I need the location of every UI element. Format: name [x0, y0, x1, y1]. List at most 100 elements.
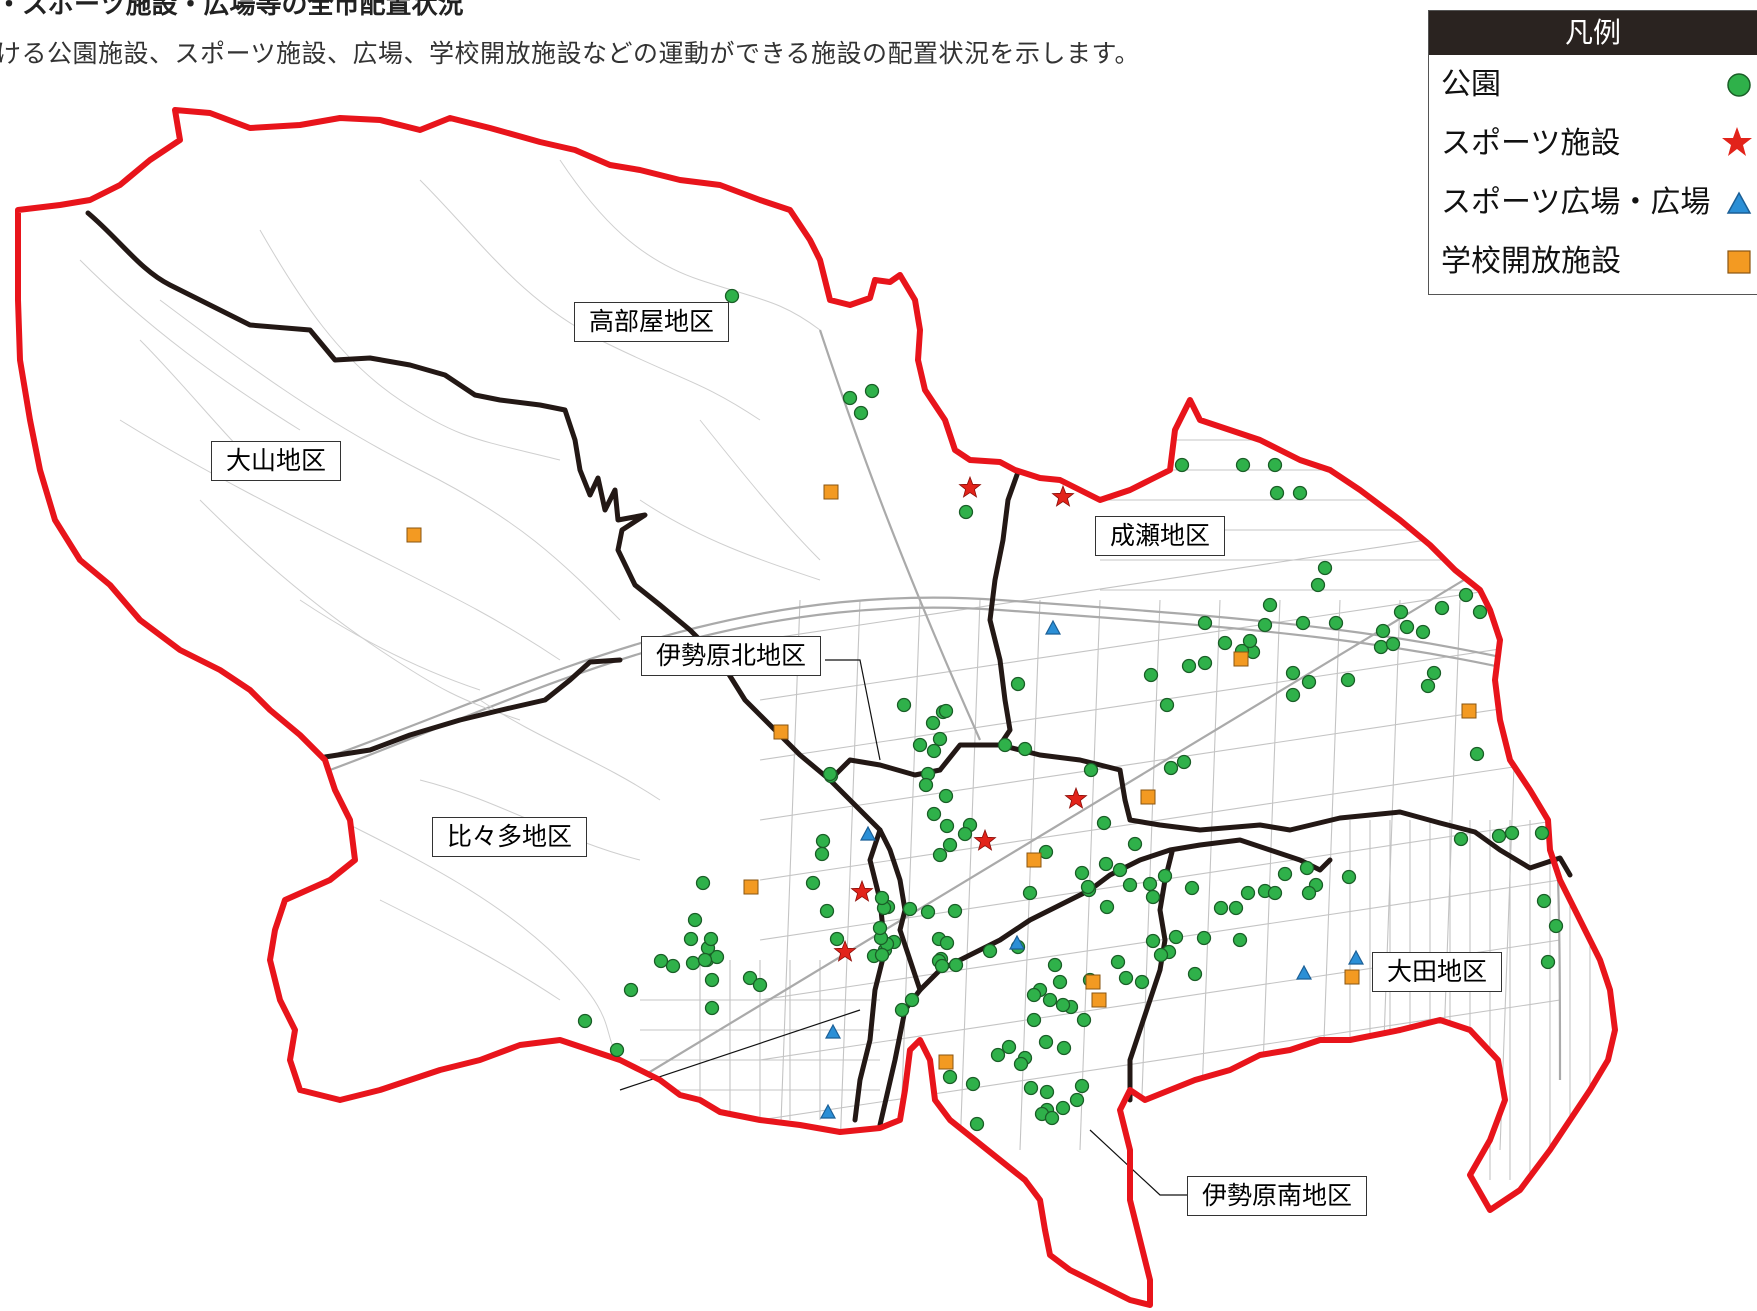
open-space-marker: [819, 1103, 837, 1119]
park-marker: [1112, 862, 1128, 878]
park-marker: [822, 766, 838, 782]
park-marker: [926, 806, 942, 822]
park-marker: [1453, 831, 1469, 847]
park-marker: [947, 903, 963, 919]
open-space-marker: [1008, 934, 1026, 950]
park-marker: [704, 1000, 720, 1016]
park-marker: [842, 390, 858, 406]
park-marker: [1184, 880, 1200, 896]
park-marker: [1098, 856, 1114, 872]
park-marker: [926, 743, 942, 759]
city-boundary: [15, 107, 1618, 1308]
park-marker: [829, 931, 845, 947]
park-marker: [665, 958, 681, 974]
park-marker: [1285, 665, 1301, 681]
park-marker: [1127, 836, 1143, 852]
park-marker: [704, 972, 720, 988]
park-marker: [1328, 615, 1344, 631]
park-marker: [1197, 615, 1213, 631]
sports-facility-marker: [1051, 484, 1075, 507]
park-marker: [1504, 825, 1520, 841]
park-marker: [1122, 877, 1138, 893]
school-facility-marker: [1344, 969, 1360, 985]
school-facility-marker: [1085, 974, 1101, 990]
park-marker: [1213, 900, 1229, 916]
school-facility-marker: [823, 484, 839, 500]
park-marker: [1159, 697, 1175, 713]
sports-facility-marker: [958, 475, 982, 498]
park-marker: [1262, 597, 1278, 613]
open-space-marker: [859, 825, 877, 841]
park-marker: [1052, 974, 1068, 990]
park-marker: [864, 383, 880, 399]
park-marker: [1134, 974, 1150, 990]
park-marker: [1047, 957, 1063, 973]
park-marker: [1074, 865, 1090, 881]
park-marker: [1375, 623, 1391, 639]
park-marker: [1142, 876, 1158, 892]
legend-item-park: 公園: [1429, 55, 1757, 114]
park-marker: [938, 703, 954, 719]
park-marker: [997, 737, 1013, 753]
district-label-oota: 大田地区: [1372, 952, 1503, 992]
sports-facility-marker: [1064, 786, 1088, 809]
park-marker: [1415, 624, 1431, 640]
park-marker: [1118, 970, 1134, 986]
park-marker: [683, 931, 699, 947]
school-facility-marker: [1233, 651, 1249, 667]
school-facility-marker: [773, 724, 789, 740]
park-marker: [1540, 954, 1556, 970]
park-marker: [874, 947, 890, 963]
park-marker: [687, 912, 703, 928]
park-marker: [912, 737, 928, 753]
park-marker: [814, 846, 830, 862]
open-space-marker: [1295, 964, 1313, 980]
park-marker: [1228, 900, 1244, 916]
park-marker: [939, 935, 955, 951]
park-marker: [1235, 457, 1251, 473]
school-facility-marker: [938, 1054, 954, 1070]
park-marker: [609, 1042, 625, 1058]
park-marker: [925, 715, 941, 731]
park-marker: [1269, 485, 1285, 501]
school-facility-marker: [406, 527, 422, 543]
park-marker: [1181, 658, 1197, 674]
park-marker: [1472, 604, 1488, 620]
park-marker: [1295, 615, 1311, 631]
school-facility-marker: [1140, 789, 1156, 805]
legend-item-school-facility: 学校開放施設: [1429, 232, 1757, 291]
park-marker: [932, 731, 948, 747]
park-marker: [874, 890, 890, 906]
park-marker: [1267, 457, 1283, 473]
legend-item-sports-facility: スポーツ施設: [1429, 114, 1757, 173]
orange-square-icon: [1727, 250, 1751, 274]
sports-facility-marker: [833, 939, 857, 962]
open-space-marker: [824, 1023, 842, 1039]
park-marker: [1096, 815, 1112, 831]
park-marker: [918, 777, 934, 793]
park-marker: [1026, 1012, 1042, 1028]
district-label-naruse: 成瀬地区: [1095, 516, 1226, 556]
park-marker: [902, 901, 918, 917]
park-marker: [1056, 1040, 1072, 1056]
park-marker: [1055, 997, 1071, 1013]
park-marker: [1055, 1100, 1071, 1116]
park-marker: [942, 837, 958, 853]
park-marker: [1039, 1084, 1055, 1100]
park-marker: [934, 958, 950, 974]
park-marker: [969, 1116, 985, 1132]
park-marker: [1458, 587, 1474, 603]
park-marker: [1393, 604, 1409, 620]
park-marker: [920, 904, 936, 920]
park-marker: [982, 943, 998, 959]
park-marker: [958, 504, 974, 520]
park-marker: [1217, 635, 1233, 651]
district-label-isehara-kita: 伊勢原北地区: [641, 636, 822, 676]
green-circle-icon: [1727, 73, 1751, 97]
facility-markers: [406, 288, 1564, 1132]
legend-label: 公園: [1441, 67, 1501, 102]
park-marker: [1174, 457, 1190, 473]
park-marker: [1099, 899, 1115, 915]
park-marker: [1026, 987, 1042, 1003]
park-marker: [695, 875, 711, 891]
